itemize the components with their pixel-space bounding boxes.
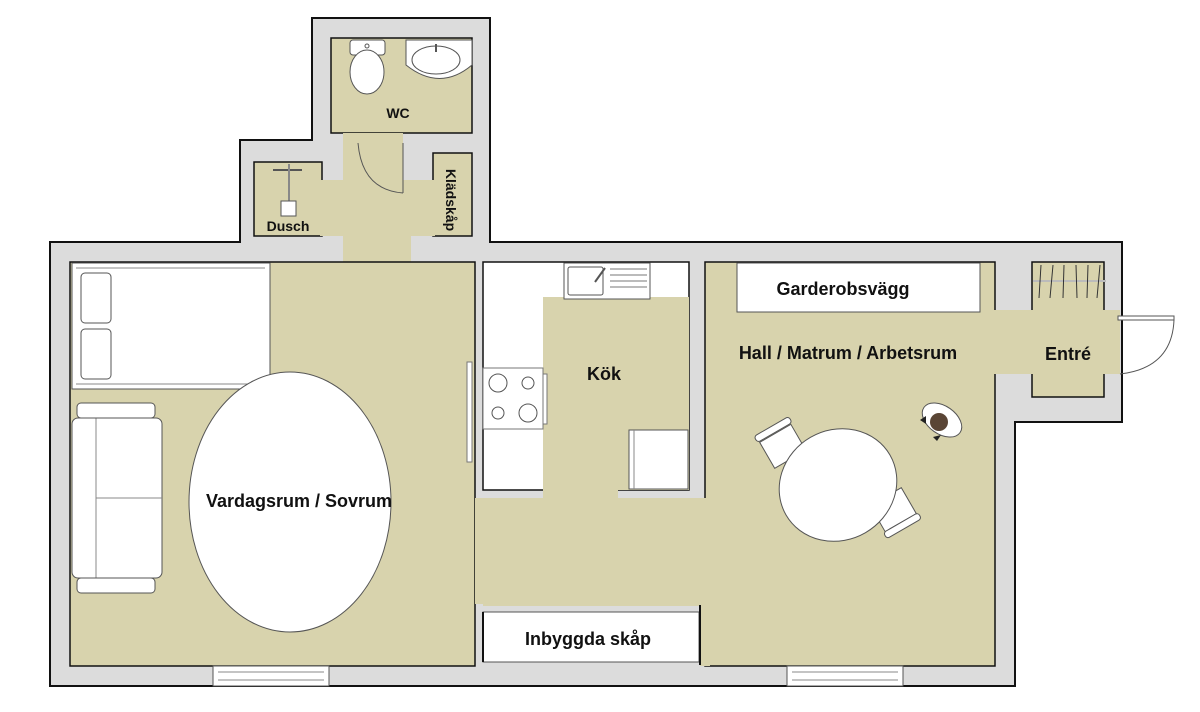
dining-table-icon bbox=[754, 417, 921, 542]
rug-icon bbox=[188, 371, 392, 633]
fixture-label-inbyggda: Inbyggda skåp bbox=[525, 629, 651, 649]
sink-icon bbox=[405, 39, 473, 79]
bed-icon bbox=[71, 262, 271, 390]
built-in-cabinets bbox=[482, 605, 701, 665]
toilet-icon bbox=[349, 39, 386, 95]
room-label-wc: WC bbox=[386, 105, 409, 121]
wc-door bbox=[357, 142, 404, 194]
fixture-label-garderob: Garderobsvägg bbox=[776, 279, 909, 299]
room-label-hall: Hall / Matrum / Arbetsrum bbox=[739, 343, 957, 363]
shower-icon bbox=[273, 164, 302, 217]
entry-door[interactable] bbox=[1117, 315, 1175, 375]
room-label-kladskap: Klädskåp bbox=[443, 169, 459, 231]
dog-figure-icon bbox=[920, 402, 963, 441]
windows bbox=[212, 665, 904, 687]
sofa-icon bbox=[71, 402, 163, 594]
fridge-icon bbox=[628, 429, 689, 490]
stove-icon bbox=[482, 367, 548, 430]
wardrobe-wall bbox=[736, 262, 981, 313]
closet-rail bbox=[1033, 264, 1106, 299]
room-label-vardagsrum: Vardagsrum / Sovrum bbox=[206, 491, 392, 511]
room-label-dusch: Dusch bbox=[267, 218, 310, 234]
kitchen-sink-icon bbox=[563, 262, 651, 300]
room-label-kok: Kök bbox=[587, 364, 622, 384]
room-label-entre: Entré bbox=[1045, 344, 1091, 364]
sliding-door bbox=[466, 361, 473, 463]
